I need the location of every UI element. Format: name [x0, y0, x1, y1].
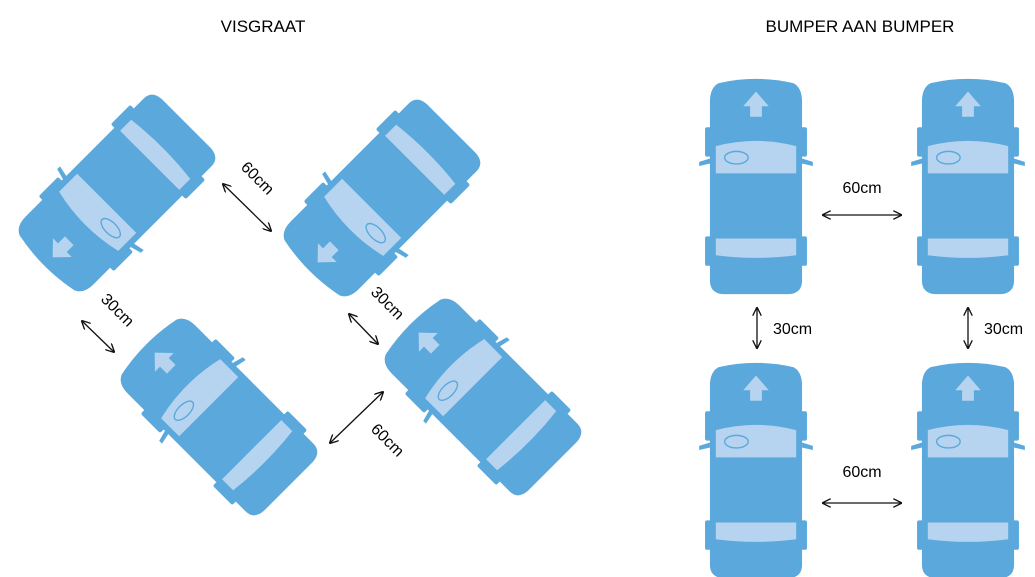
measurement-label: 60cm: [367, 421, 407, 461]
measurement-label: 60cm: [842, 180, 881, 197]
car-icon-visgraat-top-left: [1, 81, 229, 309]
car-icon-visgraat-bottom-right: [367, 281, 595, 509]
car-icon-visgraat-top-right: [266, 86, 494, 314]
distance-arrow-icon: [82, 321, 114, 352]
visgraat-group: 60cm 30cm 30cm 60cm: [1, 81, 595, 529]
distance-arrow-icon: [349, 314, 378, 344]
measurement-label: 60cm: [237, 159, 277, 199]
car-icon-bumper-top-right: [910, 78, 1026, 295]
bumper-aan-bumper-group: 60cm 60cm 30cm 30cm: [698, 78, 1026, 577]
car-icon-bumper-top-left: [698, 78, 814, 295]
measurement-label: 30cm: [773, 321, 812, 338]
bumper-aan-bumper-title: BUMPER AAN BUMPER: [766, 17, 955, 36]
measurement-label: 60cm: [842, 464, 881, 481]
car-icon-bumper-bottom-right: [910, 362, 1026, 577]
distance-arrow-icon: [223, 184, 271, 231]
visgraat-title: VISGRAAT: [221, 17, 306, 36]
car-icon-bumper-bottom-left: [698, 362, 814, 577]
distance-arrow-icon: [330, 392, 383, 443]
car-icon-visgraat-bottom-left: [103, 301, 331, 529]
measurement-label: 30cm: [984, 321, 1023, 338]
measurement-label: 30cm: [367, 284, 407, 324]
measurement-label: 30cm: [97, 291, 137, 331]
